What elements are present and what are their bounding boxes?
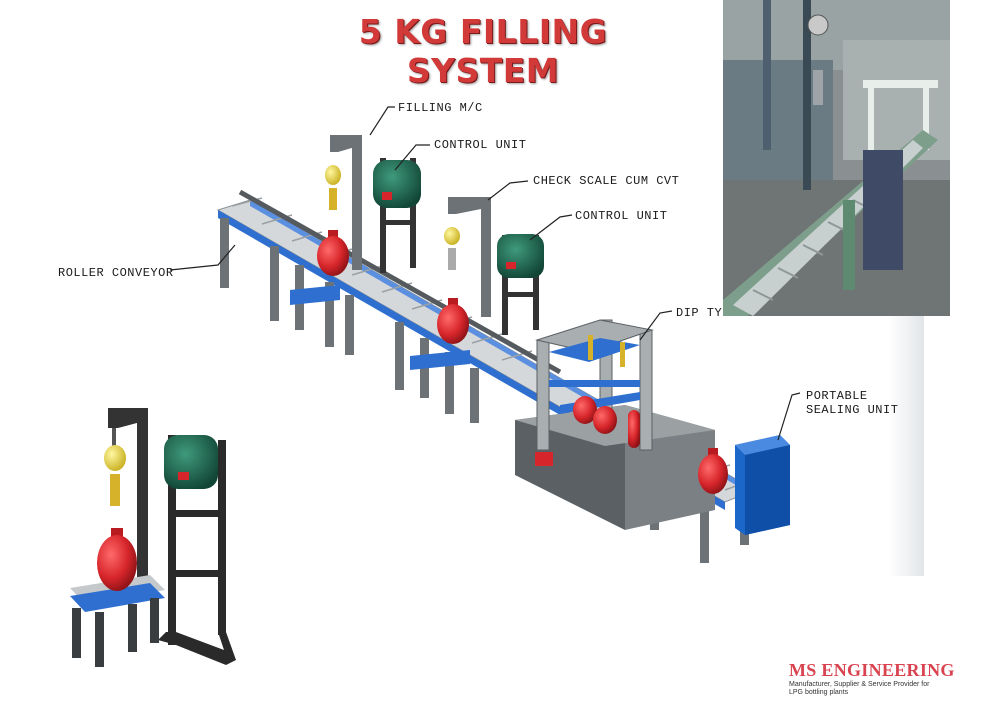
label-filling-mc: FILLING M/C	[398, 101, 483, 115]
label-dip-tank: DIP TY	[676, 306, 723, 320]
filling-machine-1	[325, 135, 362, 270]
site-photo	[723, 0, 950, 316]
brand-block: MS ENGINEERING Manufacturer, Supplier & …	[789, 660, 969, 697]
portable-sealing-unit	[735, 435, 790, 535]
label-portable-line1: PORTABLE	[806, 389, 868, 403]
background-panel	[888, 316, 924, 576]
gas-cylinder-1	[317, 230, 349, 276]
brand-tagline: Manufacturer, Supplier & Service Provide…	[789, 681, 930, 696]
label-portable-line2: SEALING UNIT	[806, 403, 899, 417]
label-control-unit-1: CONTROL UNIT	[434, 138, 527, 152]
label-portable-sealing: PORTABLE SEALING UNIT	[806, 389, 898, 417]
control-unit-1	[373, 158, 421, 273]
label-control-unit-2: CONTROL UNIT	[575, 209, 668, 223]
page-title: 5 KG FILLING SYSTEM	[358, 12, 608, 90]
standalone-filling-station	[70, 408, 236, 667]
label-check-scale: CHECK SCALE CUM CVT	[533, 174, 680, 188]
gas-cylinder-3	[698, 448, 728, 494]
check-scale-machine	[444, 197, 491, 317]
brand-name: MS ENGINEERING	[789, 660, 955, 680]
control-unit-2	[497, 234, 544, 335]
gas-cylinder-2	[437, 298, 469, 344]
label-roller-conveyor: ROLLER CONVEYOR	[58, 266, 174, 280]
dip-tank	[515, 319, 715, 530]
